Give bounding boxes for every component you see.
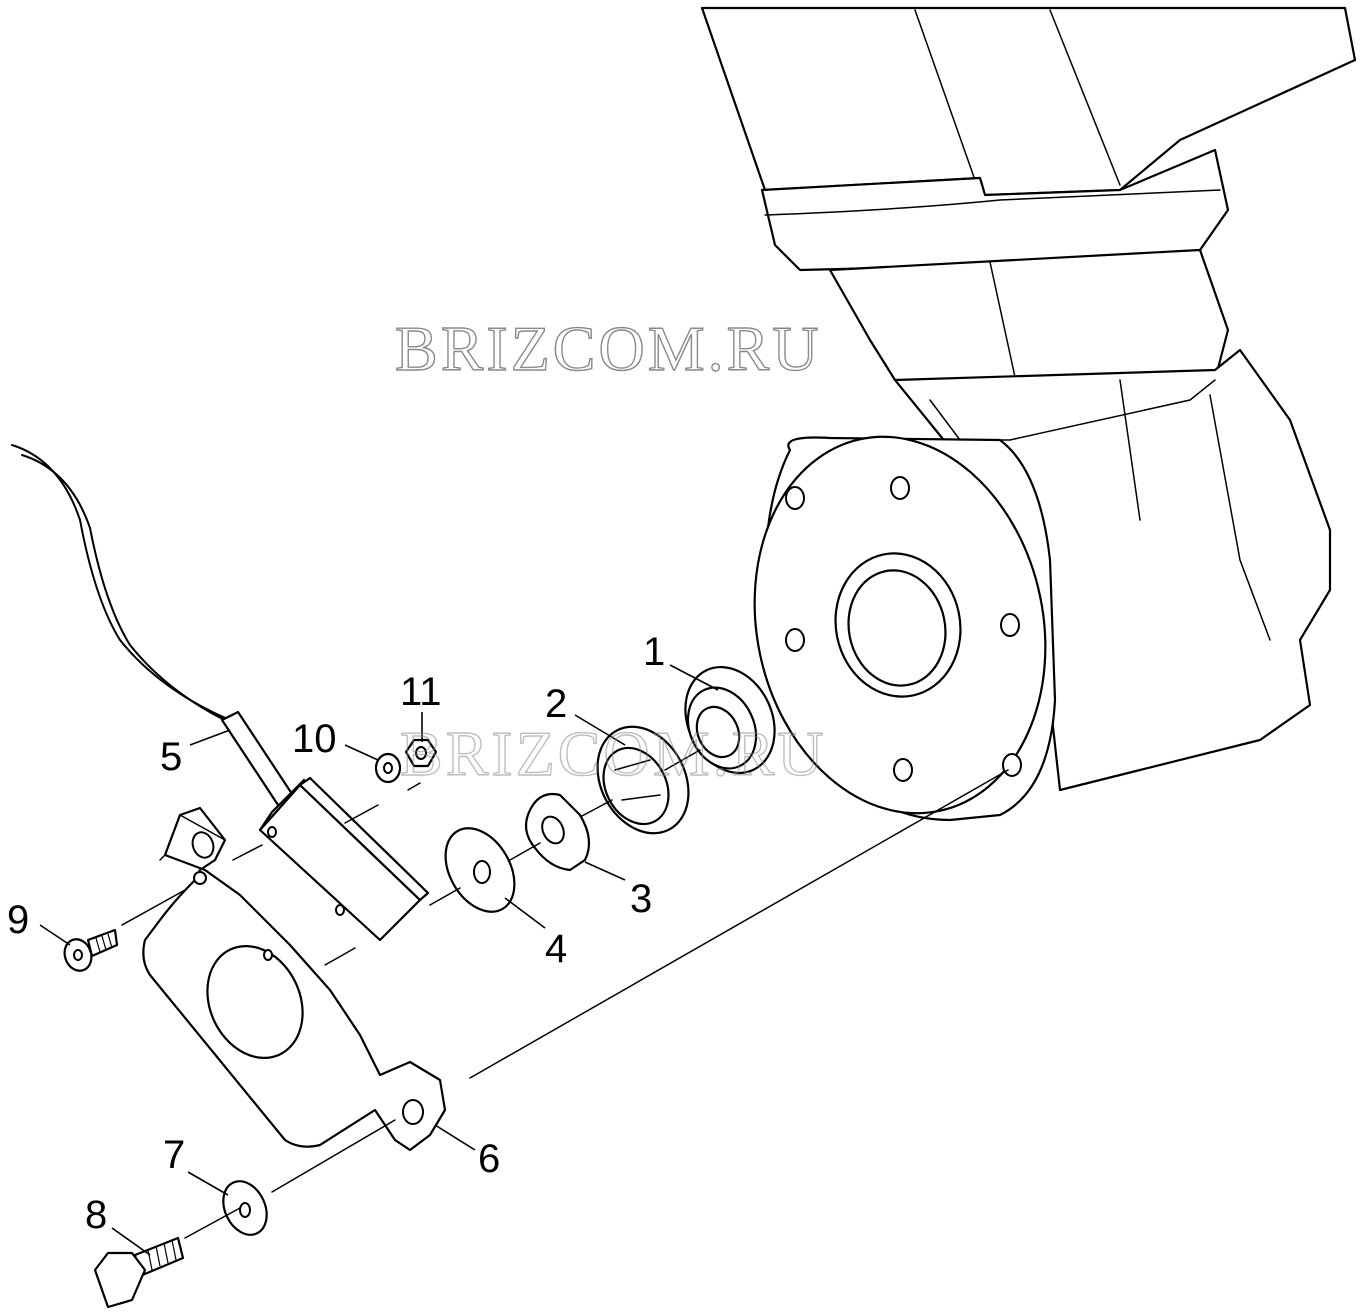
callout-6: 6 (478, 1137, 500, 1181)
mounting-bracket (142, 806, 447, 1152)
part-8-bolt (93, 1236, 185, 1309)
assembly-center-lines (121, 749, 1009, 1239)
cylinder-housing-assembly (700, 6, 1357, 822)
callout-7: 7 (163, 1133, 185, 1177)
sensor-assembly (11, 444, 430, 942)
part-10-washer (374, 752, 402, 784)
part-1-bearing (684, 665, 776, 775)
callout-10: 10 (292, 717, 337, 761)
part-2-seal-ring (596, 725, 690, 835)
callout-11: 11 (400, 670, 442, 714)
callout-4: 4 (545, 927, 567, 971)
callout-leaders (39, 664, 719, 1256)
callout-2: 2 (545, 682, 567, 726)
part-7-washer (222, 1180, 268, 1236)
part-11-nut (404, 738, 438, 768)
callout-9: 9 (7, 898, 29, 942)
part-3-lock-nut (524, 792, 591, 872)
callout-8: 8 (85, 1193, 107, 1237)
callout-3: 3 (630, 877, 652, 921)
callout-5: 5 (160, 735, 182, 779)
watermark-main: BRIZCOM.RU (395, 313, 822, 384)
callout-1: 1 (643, 630, 665, 674)
flange-bolt-holes (785, 476, 1022, 782)
callout-labels: 1 2 3 4 5 6 7 8 9 10 11 (7, 630, 665, 1237)
watermark-secondary: BRIZCOM.RU (400, 718, 827, 789)
part-4-washer (444, 827, 516, 913)
part-9-screw (63, 928, 119, 972)
